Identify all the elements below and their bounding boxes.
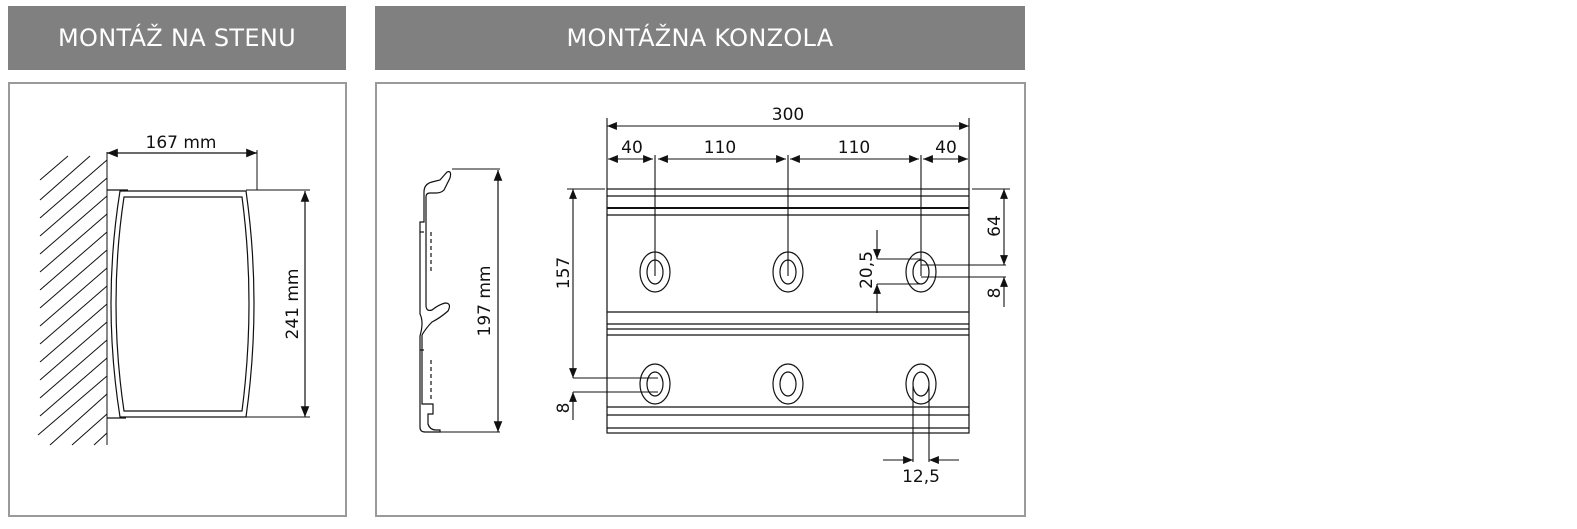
spacing-label-1: 40 [621,138,643,158]
total-width-label: 300 [772,105,804,125]
header-wall-mount: MONTÁŽ NA STENU [8,6,346,70]
plate-dimensions [567,118,1010,464]
offset-right-label: 8 [985,288,1005,299]
cabinet-outline [107,189,255,419]
spacing-label-4: 40 [935,138,957,158]
slot-width-label: 12,5 [902,467,940,487]
width-label: 167 mm [146,133,217,153]
header-mounting-bracket: MONTÁŽNA KONZOLA [375,6,1025,70]
wall-mount-drawing [37,148,310,446]
height-157-label: 157 [554,257,574,289]
offset-bottom-label: 8 [554,403,574,414]
slot-length-label: 20,5 [857,251,877,289]
bracket-profile [419,168,503,433]
top-to-hole-label: 64 [985,215,1005,237]
panel-wall-mount [8,82,347,517]
spacing-label-2: 110 [704,138,736,158]
panel-mounting-bracket [375,82,1026,517]
spacing-label-3: 110 [838,138,870,158]
height-label: 241 mm [283,269,303,340]
profile-height-label: 197 mm [475,266,495,337]
wall-hatching [37,152,108,446]
